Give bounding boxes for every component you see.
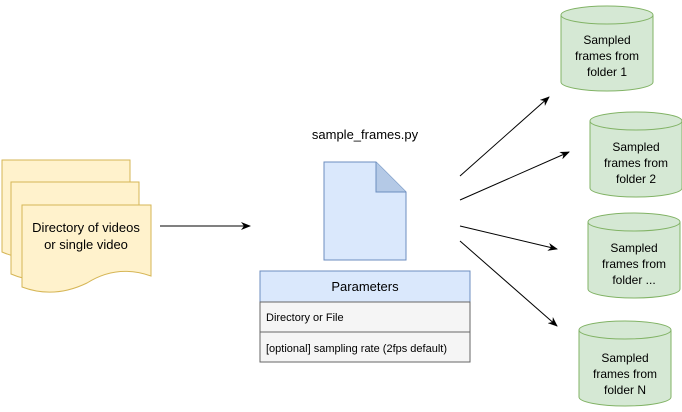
output-label-line3: folder N — [604, 383, 646, 397]
parameter-row: [optional] sampling rate (2fps default) — [266, 343, 447, 355]
arrow-to-output-3 — [459, 225, 558, 251]
output-label-line1: Sampled — [610, 241, 657, 255]
output-label-line1: Sampled — [612, 140, 659, 154]
parameter-row: Directory or File — [266, 312, 344, 324]
output-label-line3: folder 1 — [587, 65, 627, 79]
input-label-line2: or single video — [44, 237, 128, 252]
input-label-line1: Directory of videos — [32, 220, 140, 235]
output-label-line2: frames from — [575, 49, 639, 63]
output-cylinder: Sampled frames from folder N — [578, 320, 672, 407]
parameters-table: Parameters Directory or File [optional] … — [259, 270, 471, 363]
document-front — [21, 204, 152, 293]
arrow-to-output-4 — [459, 240, 558, 327]
output-cylinder: Sampled frames from folder 1 — [560, 5, 654, 92]
arrow-to-output-2 — [459, 151, 570, 201]
output-label-line2: frames from — [602, 257, 666, 271]
arrow-to-output-1 — [459, 96, 550, 177]
script-filename: sample_frames.py — [312, 127, 419, 142]
output-label-line1: Sampled — [601, 351, 648, 365]
output-label-line2: frames from — [593, 367, 657, 381]
output-label-line3: folder 2 — [616, 172, 656, 186]
output-label-line3: folder ... — [612, 273, 655, 287]
parameters-header-box — [259, 270, 471, 303]
output-label-line1: Sampled — [583, 33, 630, 47]
parameter-row-box — [259, 331, 471, 363]
output-cylinder: Sampled frames from folder 2 — [589, 111, 682, 198]
input-documents: Directory of videos or single video — [1, 159, 152, 293]
parameters-header: Parameters — [331, 279, 399, 294]
output-label-line2: frames from — [604, 156, 668, 170]
output-cylinder: Sampled frames from folder ... — [587, 212, 681, 299]
file-icon — [323, 161, 407, 261]
